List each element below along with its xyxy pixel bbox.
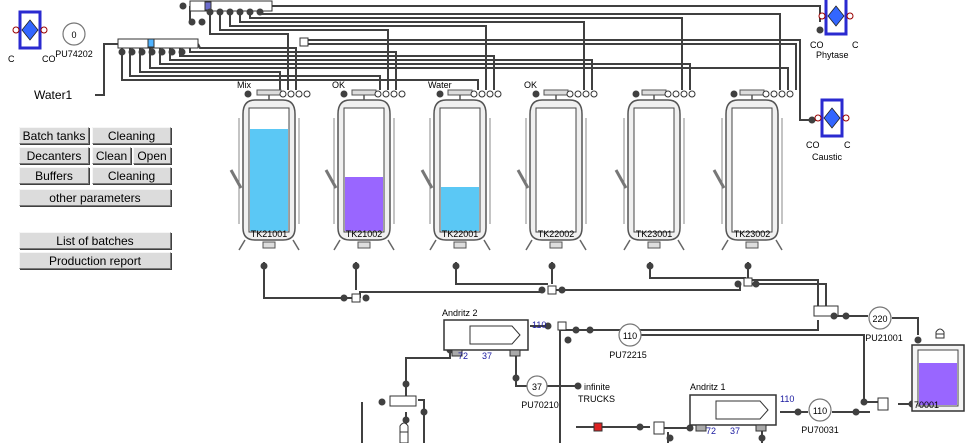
destination-infinite: infinite: [584, 382, 610, 392]
svg-text:PU70031: PU70031: [801, 425, 839, 435]
svg-text:PU74202: PU74202: [55, 49, 93, 59]
collector-manifold: [813, 305, 839, 317]
tank-id-label: TK21001: [251, 229, 288, 239]
list-of-batches-button[interactable]: List of batches: [19, 232, 171, 249]
heat-exchanger-left[interactable]: C CO: [8, 10, 56, 64]
batch-tank-tk22001[interactable]: TK22001 Water: [420, 80, 502, 252]
valve-box[interactable]: [653, 421, 665, 435]
svg-text:CO: CO: [806, 140, 820, 150]
tank-level-fill: [441, 187, 479, 231]
svg-text:0: 0: [71, 30, 76, 40]
tank-status-label: OK: [332, 80, 345, 90]
buffers-cleaning-button[interactable]: Cleaning: [92, 167, 171, 184]
tank-id-label: TK22001: [442, 229, 479, 239]
svg-text:70001: 70001: [914, 400, 939, 410]
svg-text:110: 110: [813, 406, 827, 416]
pump-pu21001[interactable]: 220 PU21001: [865, 306, 903, 343]
svg-text:37: 37: [730, 426, 740, 436]
svg-text:PU70210: PU70210: [521, 400, 559, 410]
svg-text:Caustic: Caustic: [812, 152, 843, 162]
pump-pu72215[interactable]: 110 PU72215: [609, 323, 647, 360]
decanters-clean-button[interactable]: Clean: [92, 147, 131, 164]
svg-text:CO: CO: [42, 54, 56, 64]
svg-text:Andritz 2: Andritz 2: [442, 308, 478, 318]
svg-text:CO: CO: [810, 40, 824, 50]
tank-level-fill: [345, 177, 383, 231]
svg-text:72: 72: [458, 351, 468, 361]
batch-tank-tk23002[interactable]: TK23002: [712, 88, 794, 252]
water-input-label: Water1: [34, 88, 73, 102]
svg-text:110: 110: [780, 394, 794, 404]
pump-pu74202[interactable]: 0 PU74202: [55, 22, 93, 59]
water-manifold-block: [117, 38, 199, 49]
alarm-valve[interactable]: [593, 422, 603, 432]
svg-text:110: 110: [623, 331, 637, 341]
svg-text:C: C: [844, 140, 851, 150]
batch-tanks-cleaning-button[interactable]: Cleaning: [92, 127, 171, 144]
pump-pu70031[interactable]: 110 PU70031: [801, 398, 839, 435]
valve-box[interactable]: [389, 395, 417, 407]
valve-box[interactable]: [351, 293, 361, 303]
other-parameters-button[interactable]: other parameters: [19, 189, 171, 206]
tank-status-label: Water: [428, 80, 452, 90]
batch-tank-tk22002[interactable]: TK22002 OK: [516, 80, 598, 252]
buffer-tank-70001[interactable]: 70001: [911, 328, 965, 412]
svg-text:72: 72: [706, 426, 716, 436]
buffers-button[interactable]: Buffers: [19, 167, 89, 184]
valve-dots: [118, 2, 930, 442]
decanter-andritz1[interactable]: Andritz 1 110 72 37: [689, 382, 794, 436]
svg-text:110: 110: [532, 320, 546, 330]
svg-text:C: C: [8, 54, 15, 64]
valve-box[interactable]: [743, 277, 753, 287]
svg-text:PU21001: PU21001: [865, 333, 903, 343]
heat-exchanger-phytase[interactable]: CO C Phytase: [810, 0, 859, 60]
tank-status-label: Mix: [237, 80, 251, 90]
pipe-network: [95, 5, 919, 443]
tank-id-label: TK21002: [346, 229, 383, 239]
batch-tank-tk23001[interactable]: TK23001: [614, 88, 696, 252]
tank-level-fill: [250, 129, 288, 231]
tank-id-label: TK23002: [734, 229, 771, 239]
production-report-button[interactable]: Production report: [19, 252, 171, 269]
lower-unit-icon: [399, 422, 409, 443]
pump-pu70210[interactable]: 37 PU70210: [521, 375, 559, 410]
batch-tank-tk21002[interactable]: TK21002 OK: [324, 80, 406, 252]
batch-tank-tk21001[interactable]: TK21001 Mix: [229, 80, 311, 252]
decanter-andritz2[interactable]: Andritz 2 110 72 37: [442, 308, 546, 361]
right-upper-manifold: [299, 37, 309, 47]
svg-text:220: 220: [872, 314, 887, 324]
valve-box[interactable]: [557, 321, 567, 331]
tank-status-label: OK: [524, 80, 537, 90]
valve-box[interactable]: [547, 285, 557, 295]
svg-text:C: C: [852, 40, 859, 50]
svg-text:Andritz 1: Andritz 1: [690, 382, 726, 392]
svg-text:Phytase: Phytase: [816, 50, 849, 60]
svg-text:37: 37: [482, 351, 492, 361]
batch-tanks-button[interactable]: Batch tanks: [19, 127, 89, 144]
tank-id-label: TK22002: [538, 229, 575, 239]
valve-box[interactable]: [877, 397, 889, 411]
decanters-open-button[interactable]: Open: [133, 147, 171, 164]
tank-id-label: TK23001: [636, 229, 673, 239]
heat-exchanger-caustic[interactable]: CO C Caustic: [806, 98, 851, 162]
water-manifold-indicator: [147, 38, 155, 48]
svg-text:PU72215: PU72215: [609, 350, 647, 360]
destination-trucks: TRUCKS: [578, 394, 615, 404]
svg-text:37: 37: [532, 382, 542, 392]
decanters-button[interactable]: Decanters: [19, 147, 89, 164]
